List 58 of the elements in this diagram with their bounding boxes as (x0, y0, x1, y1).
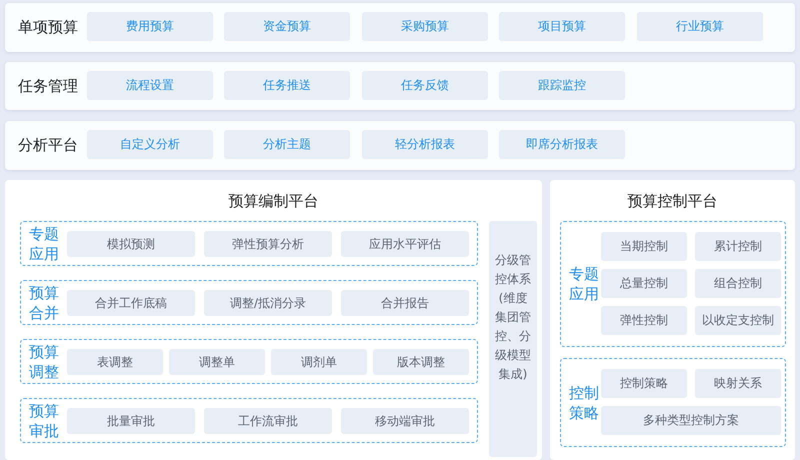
function-tile: 应用水平评估 (341, 231, 469, 257)
group-heading: 控制策略 (569, 382, 600, 422)
function-tile: 项目预算 (499, 12, 625, 41)
function-tile: 映射关系 (695, 369, 781, 398)
module-group (20, 221, 478, 266)
function-tile: 轻分析报表 (362, 130, 488, 159)
platform-panel (5, 180, 542, 460)
group-heading: 预算合并 (29, 282, 60, 322)
function-tile: 分析主题 (224, 130, 350, 159)
function-tile: 以收定支控制 (695, 306, 781, 335)
function-tile: 控制策略 (601, 369, 687, 398)
module-group (560, 221, 786, 347)
function-tile: 资金预算 (224, 12, 350, 41)
function-tile: 批量审批 (67, 408, 195, 434)
function-tile: 移动端审批 (341, 408, 469, 434)
function-tile: 费用预算 (87, 12, 213, 41)
function-tile: 组合控制 (695, 269, 781, 298)
row-heading: 任务管理 (18, 77, 78, 96)
group-heading: 专题应用 (569, 264, 600, 304)
function-tile: 合并工作底稿 (67, 290, 195, 316)
function-tile: 自定义分析 (87, 130, 213, 159)
panel-title: 预算控制平台 (626, 192, 718, 211)
function-tile: 即席分析报表 (499, 130, 625, 159)
section-row (5, 62, 795, 110)
group-heading: 专题应用 (29, 224, 60, 264)
section-row (5, 3, 795, 52)
function-tile: 工作流审批 (204, 408, 332, 434)
module-group (560, 358, 786, 447)
module-group (20, 339, 478, 384)
function-tile: 表调整 (67, 349, 163, 375)
platform-panel (550, 180, 795, 460)
function-tile: 当期控制 (601, 232, 687, 261)
function-tile: 调剂单 (271, 349, 367, 375)
module-group (20, 280, 478, 325)
function-tile: 调整单 (169, 349, 265, 375)
function-tile: 流程设置 (87, 71, 213, 100)
function-tile: 行业预算 (637, 12, 763, 41)
function-tile: 任务推送 (224, 71, 350, 100)
module-group (20, 398, 478, 443)
function-tile: 调整/抵消分录 (204, 290, 332, 316)
function-tile: 累计控制 (695, 232, 781, 261)
side-bar: 分级管控体系(维度集团管控、分级模型集成) (489, 221, 537, 457)
function-tile: 多种类型控制方案 (601, 406, 781, 435)
function-tile: 任务反馈 (362, 71, 488, 100)
section-row (5, 121, 795, 170)
function-tile: 版本调整 (373, 349, 469, 375)
function-tile: 跟踪监控 (499, 71, 625, 100)
function-tile: 弹性控制 (601, 306, 687, 335)
function-tile: 合并报告 (341, 290, 469, 316)
panel-title: 预算编制平台 (228, 192, 320, 211)
function-tile: 采购预算 (362, 12, 488, 41)
row-heading: 单项预算 (18, 18, 78, 37)
function-tile: 弹性预算分析 (204, 231, 332, 257)
group-heading: 预算审批 (29, 400, 60, 440)
group-heading: 预算调整 (29, 342, 60, 382)
function-tile: 模拟预测 (67, 231, 195, 257)
function-tile: 总量控制 (601, 269, 687, 298)
row-heading: 分析平台 (18, 136, 78, 155)
